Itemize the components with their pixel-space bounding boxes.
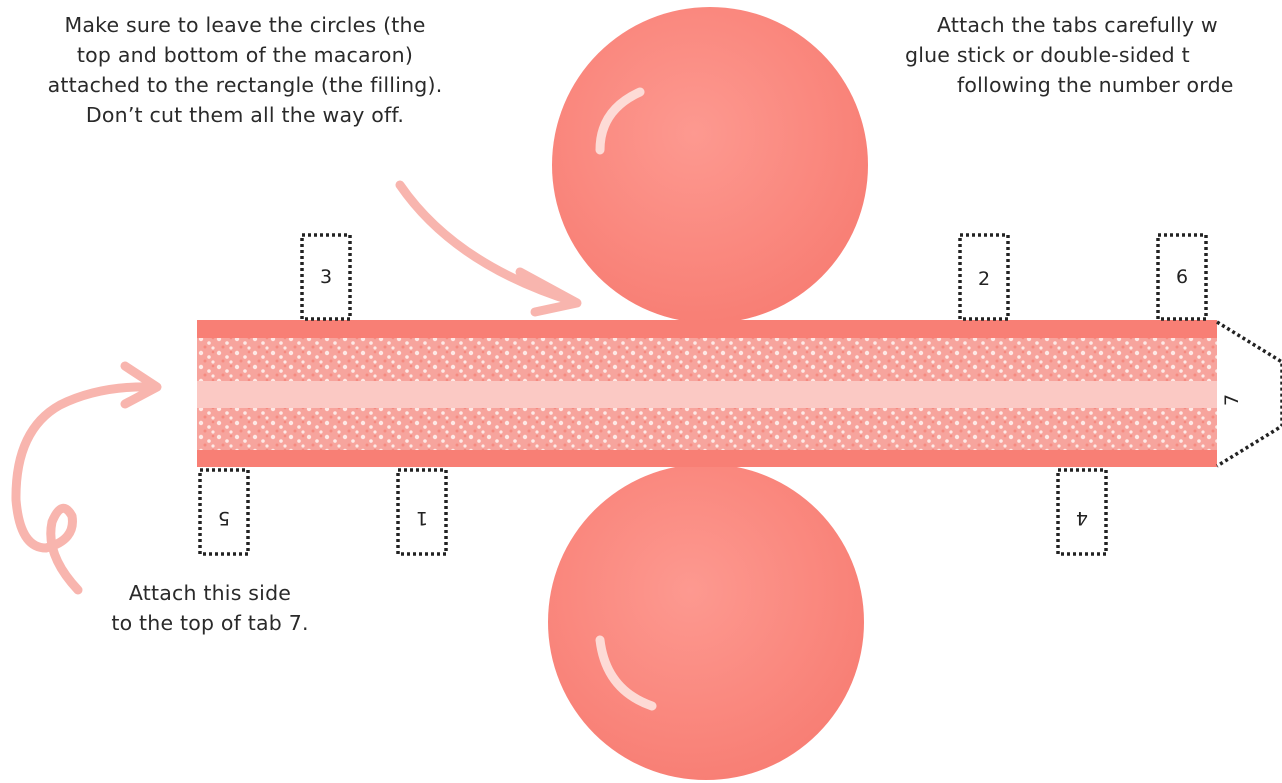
tab-5-label: 5 — [218, 507, 230, 529]
tab-7 — [1216, 320, 1282, 468]
tab-2-label: 2 — [978, 268, 990, 290]
tab-1-label: 1 — [416, 507, 428, 529]
tab-4-label: 4 — [1076, 507, 1088, 529]
tab-3 — [300, 233, 352, 321]
note-line: attached to the rectangle (the filling). — [47, 73, 443, 97]
tab-3-label: 3 — [320, 266, 332, 288]
note-line: following the number orde — [957, 73, 1234, 97]
tab-7-label: 7 — [1221, 394, 1243, 406]
tab-6 — [1156, 233, 1208, 321]
instruction-note-tabs: Attach the tabs carefully w glue stick o… — [905, 10, 1282, 100]
note-line: Don’t cut them all the way off. — [85, 103, 405, 127]
instruction-note-side: Attach this side to the top of tab 7. — [60, 578, 360, 638]
macaron-top-circle — [552, 7, 868, 323]
note-line: Attach this side — [128, 581, 292, 605]
tab-6-label: 6 — [1176, 266, 1188, 288]
note-line: to the top of tab 7. — [111, 611, 309, 635]
note-line: top and bottom of the macaron) — [76, 43, 414, 67]
arrow-to-side — [11, 361, 162, 595]
note-line: Attach the tabs carefully w — [937, 13, 1218, 37]
tab-5 — [198, 468, 250, 556]
filling-rectangle — [197, 320, 1217, 467]
tab-1 — [396, 468, 448, 556]
note-line: Make sure to leave the circles (the — [64, 13, 426, 37]
tab-4 — [1056, 468, 1108, 556]
instruction-note-circles: Make sure to leave the circles (the top … — [0, 10, 490, 130]
note-line: glue stick or double-sided t — [905, 43, 1190, 67]
tab-2 — [958, 233, 1010, 321]
macaron-bottom-circle — [548, 464, 864, 780]
arrow-to-junction — [395, 180, 582, 317]
